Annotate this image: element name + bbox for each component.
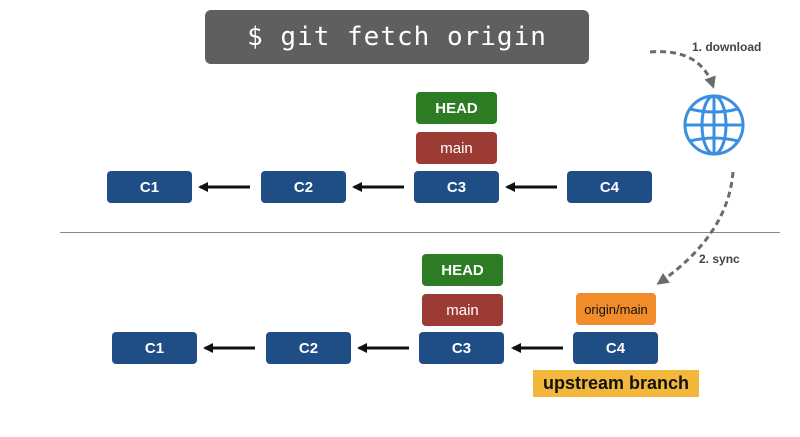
commit-c1-top: C1 [107, 171, 192, 203]
commit-c1-bottom: C1 [112, 332, 197, 364]
commit-c3-bottom: C3 [419, 332, 504, 364]
download-label: 1. download [692, 40, 762, 54]
upstream-branch-label: upstream branch [533, 370, 699, 397]
head-pointer-top: HEAD [416, 92, 497, 124]
sync-arrow [656, 171, 735, 285]
download-arrow [649, 50, 716, 89]
main-branch-top: main [416, 132, 497, 164]
head-pointer-bottom: HEAD [422, 254, 503, 286]
commit-c4-top: C4 [567, 171, 652, 203]
command-banner: $ git fetch origin [205, 10, 589, 64]
commit-c4-bottom: C4 [573, 332, 658, 364]
commit-c2-bottom: C2 [266, 332, 351, 364]
commit-c2-top: C2 [261, 171, 346, 203]
sync-label: 2. sync [699, 252, 740, 266]
main-branch-bottom: main [422, 294, 503, 326]
origin-main-branch: origin/main [576, 293, 656, 325]
divider [60, 232, 780, 233]
commit-c3-top: C3 [414, 171, 499, 203]
globe-icon [683, 94, 745, 156]
